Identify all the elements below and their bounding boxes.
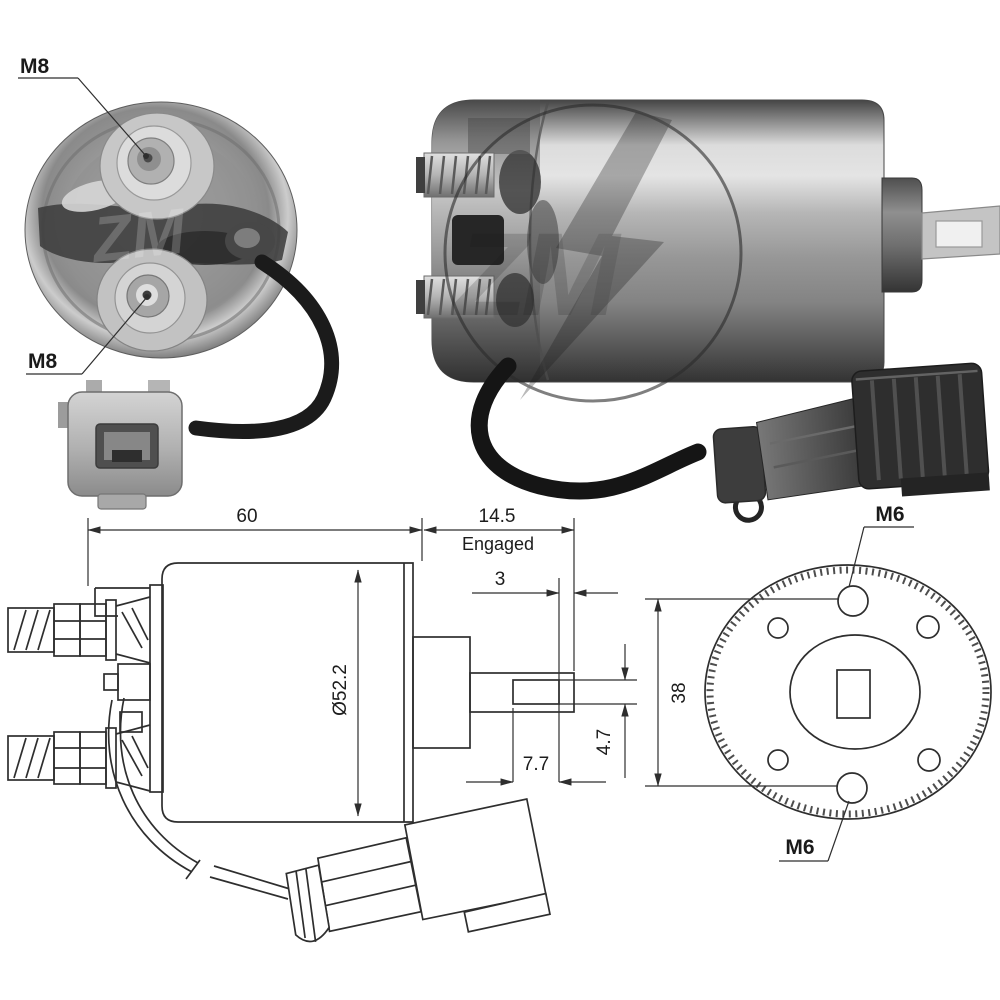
bolt-label-top-text: M6 [875,503,904,526]
cap-photo: ZM M8 M8 [18,55,340,510]
rear-drawing: 38 M6 M6 [645,503,992,862]
lightning-bolt-icon [520,112,672,400]
rear-collar [881,177,923,293]
dim-hole-width: 7.7 [466,754,606,786]
cap-label-bottom: M8 [26,294,150,375]
watermark-text-faint: ZM [87,194,190,276]
dim-hole-height: 4.7 [594,644,629,778]
flange-inner-circle [789,634,921,750]
center-post [452,215,504,265]
drawn-connector [285,798,551,943]
dim-hole-height-text: 4.7 [594,729,615,755]
flange-small-holes [767,615,941,772]
terminal-label-top: M8 [20,55,49,78]
dim-travel-text: 14.5 [479,506,516,527]
flange-label-top: M6 [848,503,914,588]
drawn-boss [412,636,471,749]
cap-label-top: M8 [18,55,149,159]
cap-wire [188,254,340,439]
dim-travel: 14.5 Engaged [423,506,575,554]
extension-lines [87,518,637,782]
terminal-stud-bottom [416,275,495,319]
dim-hole-spacing: 38 [645,598,838,787]
solenoid-photo: ZM [416,99,1000,523]
dim-diameter: Ø52.2 [330,569,362,817]
dim-hole-spacing-text: 38 [669,682,690,703]
flange-center-square [836,669,871,719]
terminal-stud-top [416,152,495,198]
drawn-shaft [469,672,575,713]
flange-bolt-hole-bottom [836,772,868,804]
solenoid-wire [470,357,707,500]
watermark-logo: ZM [443,103,743,403]
flange-bolt-hole-top [837,585,869,617]
side-drawing: 60 14.5 Engaged 3 Ø52.2 7.7 4.7 [7,506,637,943]
dim-travel-note-text: Engaged [462,534,534,554]
terminal-label-bottom: M8 [28,350,57,373]
flange-label-bottom: M6 [779,800,850,862]
dim-diameter-text: Ø52.2 [330,664,351,716]
bolt-label-bottom-text: M6 [785,836,814,859]
drawn-wire [107,697,291,900]
watermark-text: ZM [452,209,622,341]
rear-tab [921,205,1000,260]
shaft-hole [512,679,560,705]
flange-outer-circle [704,564,992,820]
drawn-body-outline [161,562,414,823]
dim-hole-width-text: 7.7 [523,754,549,775]
dim-body-length-text: 60 [236,506,257,527]
dim-body-length: 60 [87,506,423,534]
drawn-terminal-bracket [7,584,164,793]
cap-connector [58,380,183,510]
dim-overtravel: 3 [472,569,618,597]
cap-terminal-top [99,112,215,220]
dim-overtravel-text: 3 [495,569,506,590]
solenoid-connector [712,362,990,523]
flange-knurl-ring [706,566,990,818]
